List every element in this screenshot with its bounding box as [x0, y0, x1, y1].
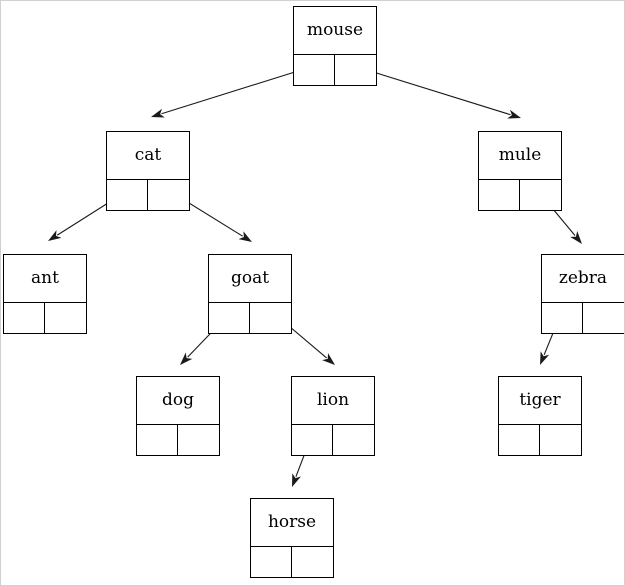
left-pointer-cell-tiger[interactable]: [499, 425, 540, 456]
right-pointer-cell-goat[interactable]: [250, 303, 291, 334]
left-pointer-cell-zebra[interactable]: [542, 303, 583, 334]
node-label-zebra: zebra: [542, 255, 624, 303]
edge-arrowhead: [151, 108, 165, 118]
edge-arrowhead: [507, 109, 521, 119]
right-pointer-cell-cat[interactable]: [148, 180, 189, 211]
edge-arrowhead: [540, 351, 550, 365]
tree-node-dog[interactable]: dog: [136, 376, 220, 456]
right-pointer-cell-ant[interactable]: [45, 303, 86, 334]
node-label-mouse: mouse: [294, 7, 376, 55]
edge-arrowhead: [322, 353, 335, 365]
tree-node-goat[interactable]: goat: [208, 254, 292, 334]
node-pointers-dog: [137, 425, 219, 456]
node-label-mule: mule: [479, 132, 561, 180]
tree-node-cat[interactable]: cat: [106, 131, 190, 211]
edge-arrowhead: [238, 231, 252, 242]
node-pointers-horse: [251, 547, 333, 578]
tree-node-horse[interactable]: horse: [250, 498, 334, 578]
tree-node-tiger[interactable]: tiger: [498, 376, 582, 456]
right-pointer-cell-tiger[interactable]: [540, 425, 581, 456]
node-pointers-ant: [4, 303, 86, 334]
node-pointers-goat: [209, 303, 291, 334]
right-pointer-cell-lion[interactable]: [333, 425, 374, 456]
edge-line: [353, 65, 511, 116]
tree-node-lion[interactable]: lion: [291, 376, 375, 456]
right-pointer-cell-horse[interactable]: [292, 547, 333, 578]
left-pointer-cell-lion[interactable]: [292, 425, 333, 456]
right-pointer-cell-zebra[interactable]: [583, 303, 624, 334]
edge-arrowhead: [180, 352, 193, 365]
left-pointer-cell-horse[interactable]: [251, 547, 292, 578]
node-label-horse: horse: [251, 499, 333, 547]
node-label-dog: dog: [137, 377, 219, 425]
edge-arrowhead: [292, 473, 301, 487]
node-label-ant: ant: [4, 255, 86, 303]
left-pointer-cell-goat[interactable]: [209, 303, 250, 334]
node-pointers-mouse: [294, 55, 376, 86]
node-label-lion: lion: [292, 377, 374, 425]
right-pointer-cell-mouse[interactable]: [335, 55, 376, 86]
tree-node-zebra[interactable]: zebra: [541, 254, 624, 334]
left-pointer-cell-cat[interactable]: [107, 180, 148, 211]
tree-node-mouse[interactable]: mouse: [293, 6, 377, 86]
node-pointers-zebra: [542, 303, 624, 334]
node-pointers-lion: [292, 425, 374, 456]
node-pointers-mule: [479, 180, 561, 211]
tree-node-mule[interactable]: mule: [478, 131, 562, 211]
right-pointer-cell-mule[interactable]: [520, 180, 561, 211]
edge-arrowhead: [48, 230, 62, 241]
left-pointer-cell-dog[interactable]: [137, 425, 178, 456]
left-pointer-cell-mule[interactable]: [479, 180, 520, 211]
node-pointers-tiger: [499, 425, 581, 456]
tree-node-ant[interactable]: ant: [3, 254, 87, 334]
node-label-goat: goat: [209, 255, 291, 303]
node-pointers-cat: [107, 180, 189, 211]
tree-edge-mouse-to-cat: [151, 65, 315, 118]
tree-edge-mouse-to-mule: [353, 65, 521, 119]
node-label-cat: cat: [107, 132, 189, 180]
right-pointer-cell-dog[interactable]: [178, 425, 219, 456]
node-label-tiger: tiger: [499, 377, 581, 425]
left-pointer-cell-mouse[interactable]: [294, 55, 335, 86]
edge-line: [161, 65, 315, 115]
edge-arrowhead: [570, 231, 582, 244]
left-pointer-cell-ant[interactable]: [4, 303, 45, 334]
